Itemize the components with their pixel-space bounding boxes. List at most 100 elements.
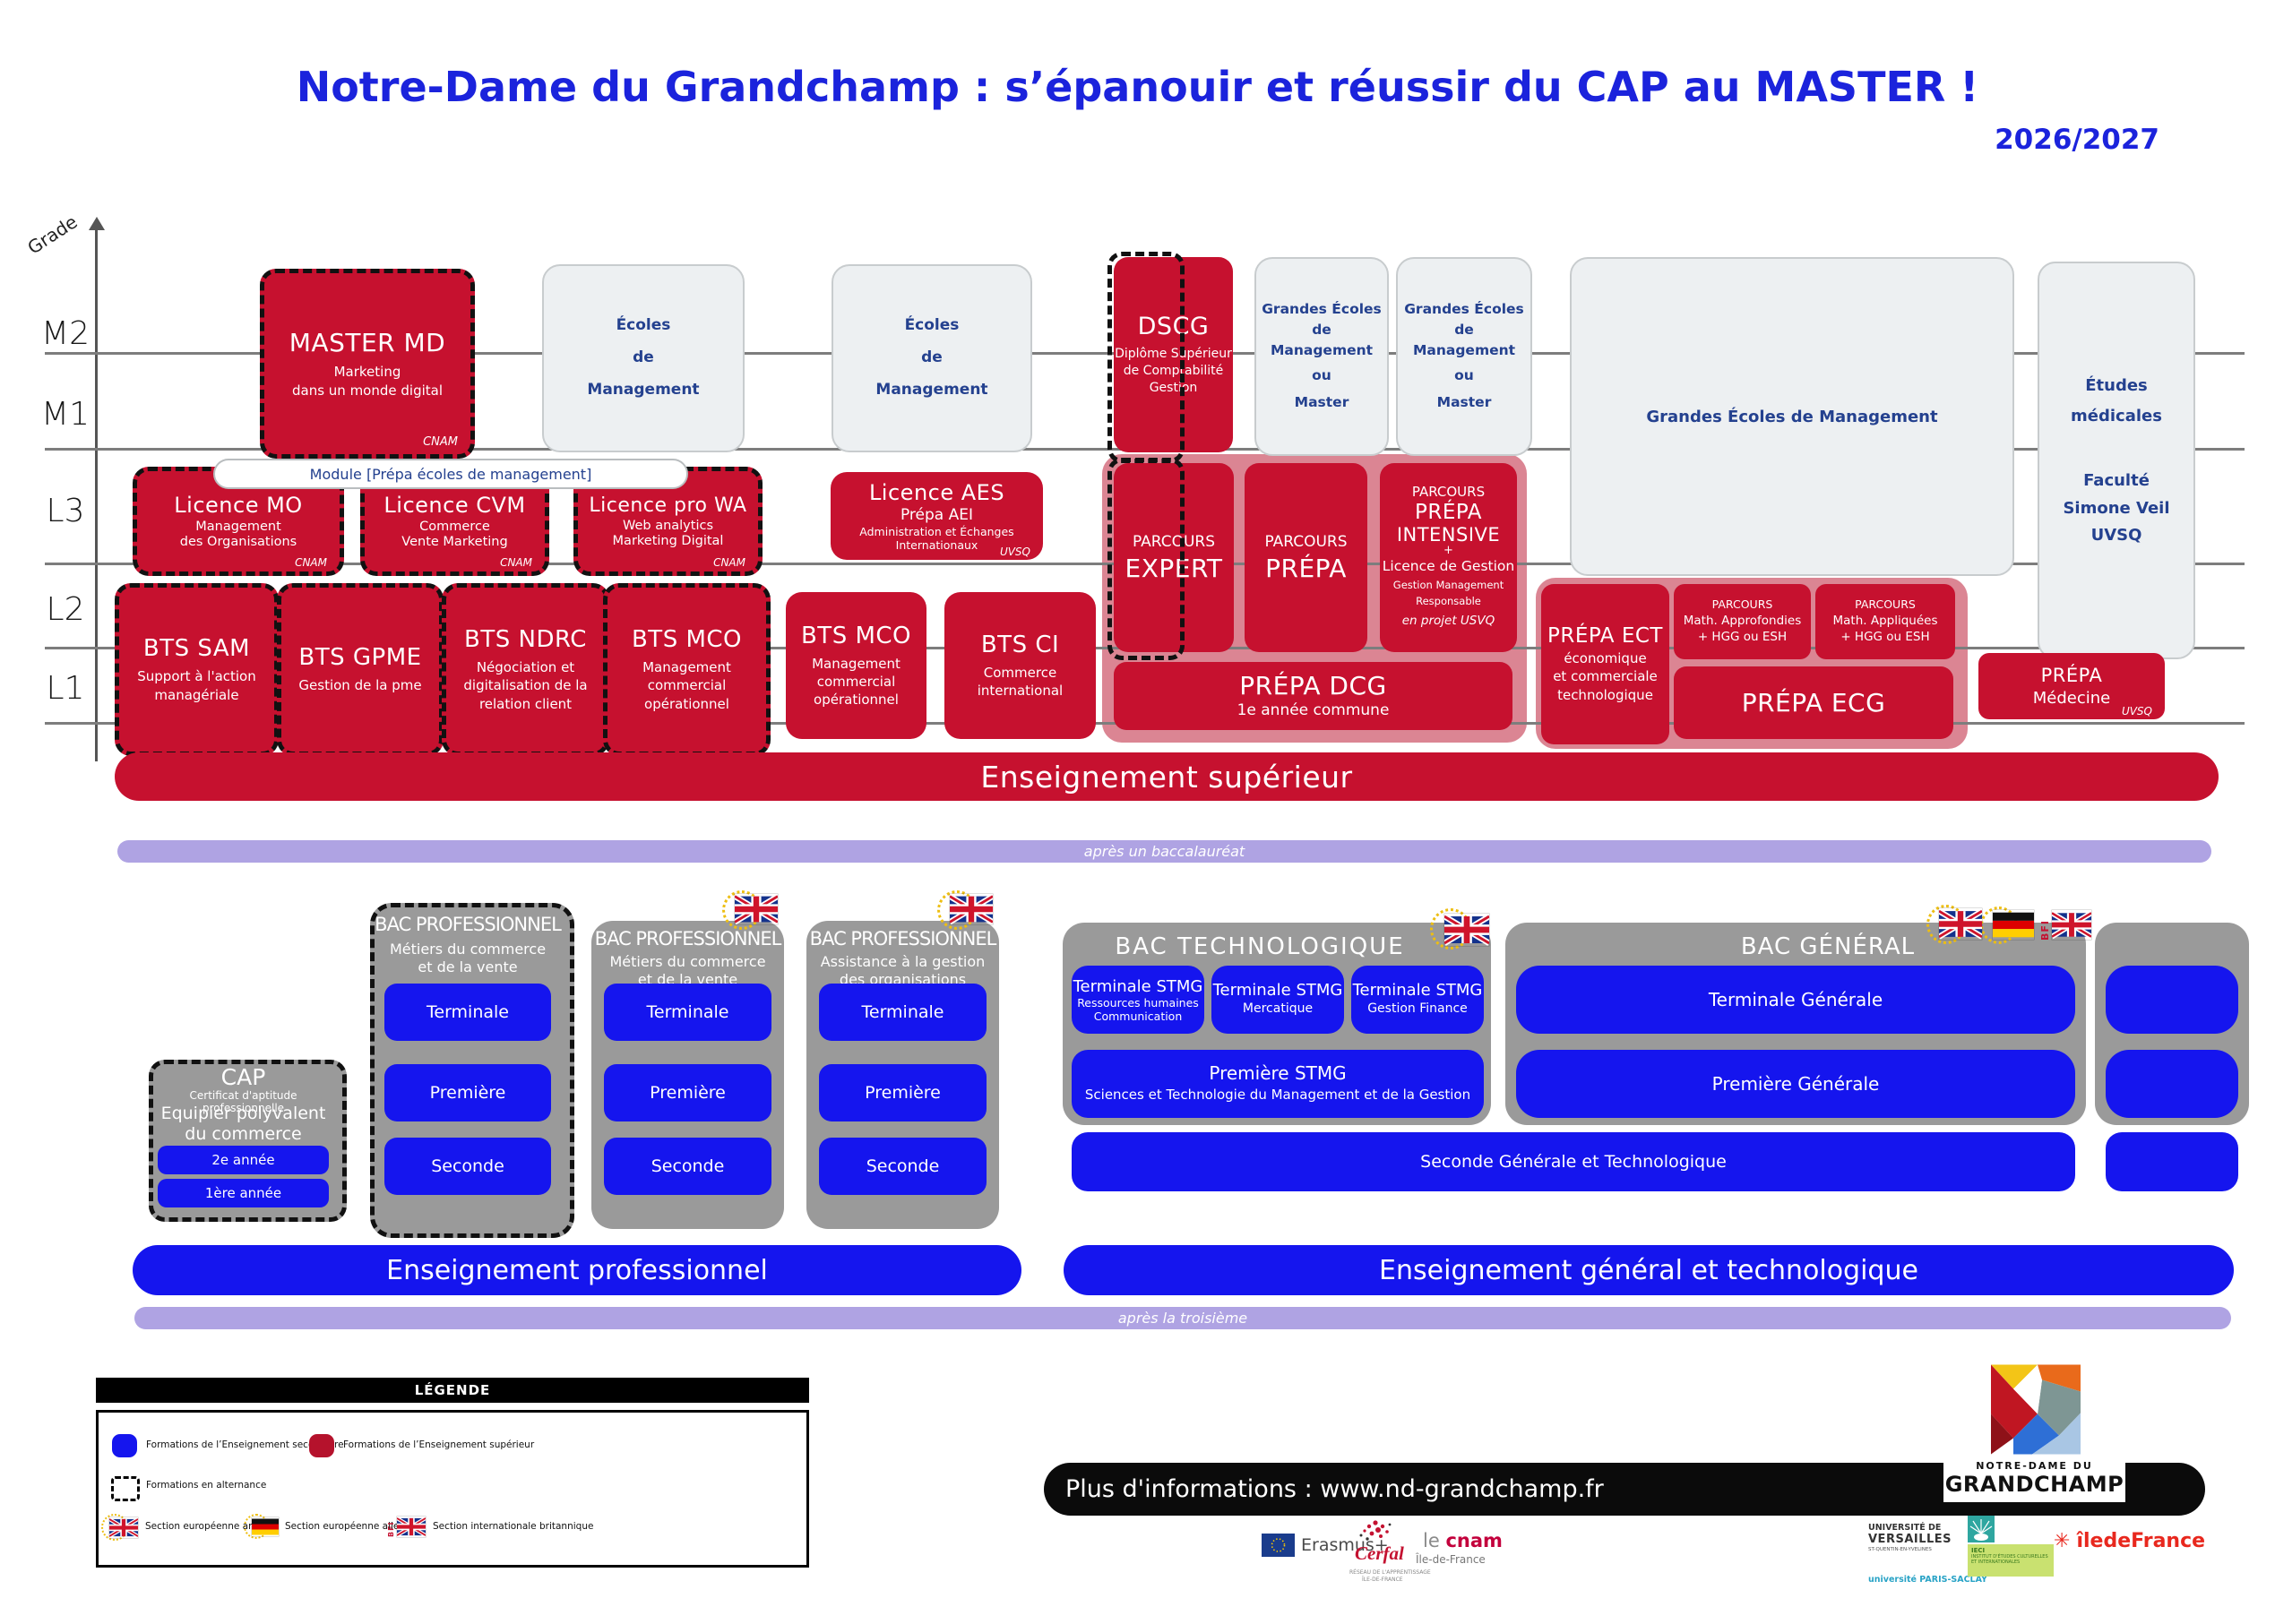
bac-general-title: BAC GÉNÉRAL [1740,933,1916,960]
bacpro-col1-sub1: Métiers du commerce [389,941,547,958]
terminale-stmg-mercatique: Terminale STMG Mercatique [1211,966,1344,1034]
prepa-med-l1: PRÉPA [2040,664,2103,686]
bacpro-col2-premiere: Première [604,1064,771,1121]
bacpro-col2-sub1: Métiers du commerce [609,953,766,970]
ge2-l3: Management [1412,342,1516,359]
box-parcours-math-approfondies: PARCOURS Math. Approfondies + HGG ou ESH [1674,584,1811,659]
apres-troisieme-label: après la troisième [1117,1310,1248,1327]
terminale-stmg-rh: Terminale STMG Ressources humaines Commu… [1072,966,1204,1034]
premiere-stmg-title: Première STMG [1209,1062,1347,1084]
bts-ci-l1: Commerce [983,664,1057,681]
legend-swatch-secondaire [112,1434,137,1457]
legend-label-superieur: Formations de l’Enseignement supérieur [343,1439,535,1450]
parcours-int-note: en projet USVQ [1401,613,1495,628]
licence-wa-org: CNAM [713,556,745,569]
cap-l2: du commerce [185,1123,302,1144]
t-stmg-title: Terminale STMG [1212,981,1343,1000]
prepa-ect-l2: et commerciale [1553,668,1658,685]
ieci-sub1: INSTITUT D'ÉTUDES CULTURELLES [1971,1554,2048,1560]
t-stmg-title: Terminale STMG [1073,976,1203,996]
legend-label-britannique: Section internationale britannique [433,1521,594,1532]
cap-subtitle: Certificat d'aptitude professionnelle [189,1089,297,1114]
em2-line1: Écoles [904,316,960,335]
uk-flag-icon [2052,910,2091,940]
bacpro-col3-sub1: Assistance à la gestion [820,953,986,970]
licence-aes-l1: Administration et Échanges [859,525,1014,539]
apres-bac-label: après un baccalauréat [1083,843,1245,860]
grade-label-l1: L1 [46,670,85,707]
module-pill: Module [Prépa écoles de management] [213,459,688,489]
ieci-name: IECI [1971,1547,1986,1554]
dscg-line3: Gestion [1149,380,1198,395]
t-stmg-l1: Mercatique [1242,1001,1314,1016]
licence-aes-sub: Prépa AEI [900,505,974,524]
box-master-md: MASTER MD Marketing dans un monde digita… [260,269,475,459]
info-banner[interactable]: Plus d'informations : www.nd-grandchamp.… [1044,1463,2205,1516]
logo-name-label: GRANDCHAMP [1944,1472,2124,1497]
box-licence-aes: Licence AES Prépa AEI Administration et … [831,472,1043,560]
cnam-sub: Île-de-France [1416,1553,1486,1566]
pill-label: 1ère année [204,1185,282,1201]
ge2-l2: de [1454,321,1474,338]
pill-label: Seconde [431,1156,504,1176]
etmed-l5: UVSQ [2090,526,2142,546]
parcours-int-sub: Licence de Gestion [1382,557,1515,574]
banner-enseignement-general: Enseignement général et technologique [1064,1245,2234,1295]
cnam-name: cnam [1445,1530,1503,1551]
cerfal-sub2: ÎLE-DE-FRANCE [1362,1577,1403,1583]
bacpro-col3-seconde: Seconde [819,1138,987,1195]
info-url[interactable]: Plus d'informations : www.nd-grandchamp.… [1065,1475,1604,1503]
pill-label: Terminale [861,1002,944,1022]
bts-mco-alt-title: BTS MCO [631,626,743,654]
box-prepa-dcg: PRÉPA DCG 1e année commune [1114,662,1512,730]
paris-saclay-logo: université PARIS-SACLAY [1868,1575,1987,1585]
ge2-l1: Grandes Écoles [1404,300,1524,317]
box-bts-sam: BTS SAM Support à l'action managériale [115,583,279,756]
box-bts-ci: BTS CI Commerce international [944,592,1096,739]
licence-cvm-l2: Vente Marketing [401,535,508,549]
cap-year2: 2e année [158,1146,329,1174]
parcours-int-t2: INTENSIVE [1396,523,1501,546]
banner-sup-label: Enseignement supérieur [980,759,1353,795]
etmed-l1: Études [2085,375,2148,395]
ieci-logo: IECI INSTITUT D'ÉTUDES CULTURELLES ET IN… [1968,1544,2054,1577]
grandchamp-logo-textbox: NOTRE-DAME DU GRANDCHAMP [1943,1457,2125,1502]
cap-l1: Equipier polyvalent [160,1104,326,1123]
banner-pro-label: Enseignement professionnel [386,1254,768,1286]
bts-mco-alt-l2: commercial [647,677,727,694]
terminale-generale-label: Terminale Générale [1708,989,1883,1010]
t-stmg-title: Terminale STMG [1352,981,1483,1000]
banner-apres-bac: après un baccalauréat [117,840,2211,863]
grade-axis-label: Grade [23,211,82,259]
box-bts-mco-alternance: BTS MCO Management commercial opérationn… [603,583,771,756]
bacpro-col3-premiere: Première [819,1064,987,1121]
legend-title: LÉGENDE [414,1382,491,1398]
german-flag-icon [252,1517,279,1536]
pill-label: Seconde [866,1156,940,1176]
licence-wa-l2: Marketing Digital [612,533,724,548]
prepa-dcg-sub: 1e année commune [1237,701,1390,720]
prepa-dcg-title: PRÉPA DCG [1239,671,1387,701]
legend-swatch-superieur [309,1434,334,1457]
ge1-l1: Grandes Écoles [1262,300,1382,317]
grade-label-m1: M1 [41,396,90,433]
cnam-logo: le cnam [1423,1530,1503,1551]
bts-ndrc-l2: digitalisation de la [463,677,588,694]
box-parcours-prepa: PARCOURS PRÉPA [1245,463,1367,652]
etmed-l3: Faculté [2083,471,2150,491]
bacpro-col2-terminale: Terminale [604,984,771,1041]
german-flag-icon [1993,910,2034,940]
licence-mo-l1: Management [195,520,281,535]
prepa-med-org: UVSQ [2121,705,2152,717]
math-appl-l1: Math. Appliquées [1832,614,1938,629]
master-md-line1: Marketing [333,364,401,381]
cerfal-dots-icon [1359,1520,1392,1541]
bac-techno-title: BAC TECHNOLOGIQUE [1115,933,1405,960]
grandchamp-logo-icon [1991,1364,2081,1455]
box-parcours-math-appliquees: PARCOURS Math. Appliquées + HGG ou ESH [1815,584,1955,659]
parcours-int-label: PARCOURS [1411,483,1486,500]
cap-year1: 1ère année [158,1179,329,1207]
t-stmg-l1: Ressources humaines [1077,995,1199,1010]
box-bts-mco: BTS MCO Management commercial opérationn… [786,592,926,739]
box-parcours-expert: PARCOURS EXPERT [1114,463,1234,652]
